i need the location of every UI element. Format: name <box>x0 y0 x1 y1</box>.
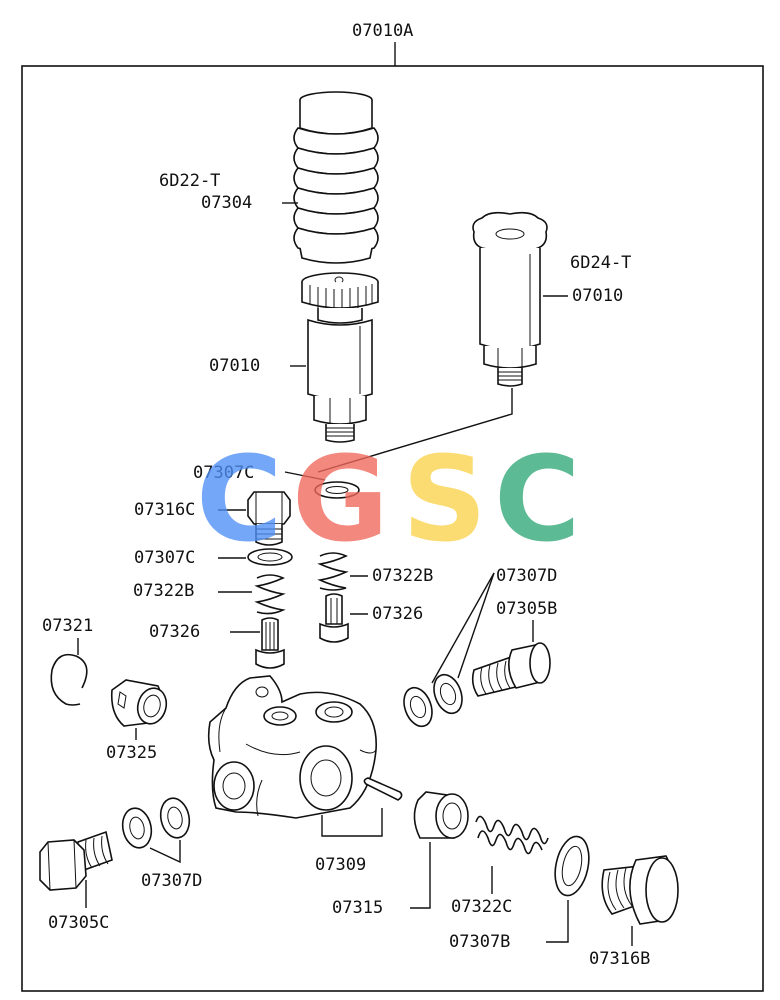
label-07316b: 07316B <box>589 949 650 969</box>
watermark-letter-4: C <box>494 430 581 568</box>
label-07307d-bottom: 07307D <box>141 871 202 891</box>
spring-07322c <box>475 815 549 845</box>
label-07010-right: 07010 <box>572 286 623 306</box>
label-07322c: 07322C <box>451 897 512 917</box>
plug-07316c <box>247 491 291 546</box>
label-07307b: 07307B <box>449 932 510 952</box>
label-6d24t: 6D24-T <box>570 253 631 273</box>
assembly-title: 07010A <box>352 21 413 41</box>
label-07326-left: 07326 <box>149 622 200 642</box>
label-07010-left: 07010 <box>209 356 260 376</box>
spring-07322c-back <box>477 830 543 855</box>
gasket-07307c-mid <box>247 548 293 566</box>
watermark-logo: C G S C <box>196 430 581 568</box>
washer-07307d-d <box>159 797 191 839</box>
sleeve-07325 <box>110 679 168 727</box>
washer-07307d-a <box>403 686 433 728</box>
label-07307c-mid: 07307C <box>134 548 195 568</box>
valve-07326-right <box>319 593 349 643</box>
leader-07307d-top-a <box>431 572 495 684</box>
washer-07307d-c <box>121 807 153 849</box>
watermark-letter-3: S <box>402 430 487 568</box>
label-07305b: 07305B <box>496 599 557 619</box>
watermark-letter-2: G <box>292 430 389 568</box>
bellows-07304 <box>293 91 379 264</box>
primer-pump-left <box>301 272 379 443</box>
label-07321: 07321 <box>42 616 93 636</box>
leader-07307b <box>546 900 569 943</box>
leader-right-pump-connection <box>317 388 513 473</box>
label-07322b-right: 07322B <box>372 566 433 586</box>
plug-07316b <box>601 855 679 925</box>
gasket-07307c-top <box>314 481 360 499</box>
snap-ring-07321 <box>50 653 88 706</box>
gasket-07307b <box>554 835 590 897</box>
primer-pump-right <box>472 211 548 387</box>
label-07316c: 07316C <box>134 500 195 520</box>
leader-07307d-top-b <box>457 572 495 679</box>
label-07315: 07315 <box>332 898 383 918</box>
label-07305c: 07305C <box>48 913 109 933</box>
watermark-letter-1: C <box>196 430 283 568</box>
label-07309: 07309 <box>315 855 366 875</box>
bolt-07305c <box>39 830 113 891</box>
spring-07322b-right <box>317 552 349 591</box>
label-07307c-top: 07307C <box>193 463 254 483</box>
label-07326-right: 07326 <box>372 604 423 624</box>
leader-07307d-bottom <box>149 840 181 864</box>
valve-07326-left <box>255 617 285 669</box>
label-6d22t: 6D22-T <box>159 171 220 191</box>
label-07322b-left: 07322B <box>133 581 194 601</box>
washer-07307d-b <box>433 673 463 715</box>
leader-07307c-top <box>284 471 326 481</box>
bolt-07305b <box>471 642 551 697</box>
pin-07309 <box>363 777 403 801</box>
label-07304: 07304 <box>201 193 252 213</box>
leader-07315 <box>410 842 431 909</box>
sleeve-07315 <box>413 791 469 839</box>
pump-body <box>207 675 377 819</box>
leader-07309 <box>321 808 383 837</box>
label-07307d-top: 07307D <box>496 566 557 586</box>
label-07325: 07325 <box>106 743 157 763</box>
diagram-frame <box>21 65 764 992</box>
spring-07322b-left <box>254 574 286 615</box>
